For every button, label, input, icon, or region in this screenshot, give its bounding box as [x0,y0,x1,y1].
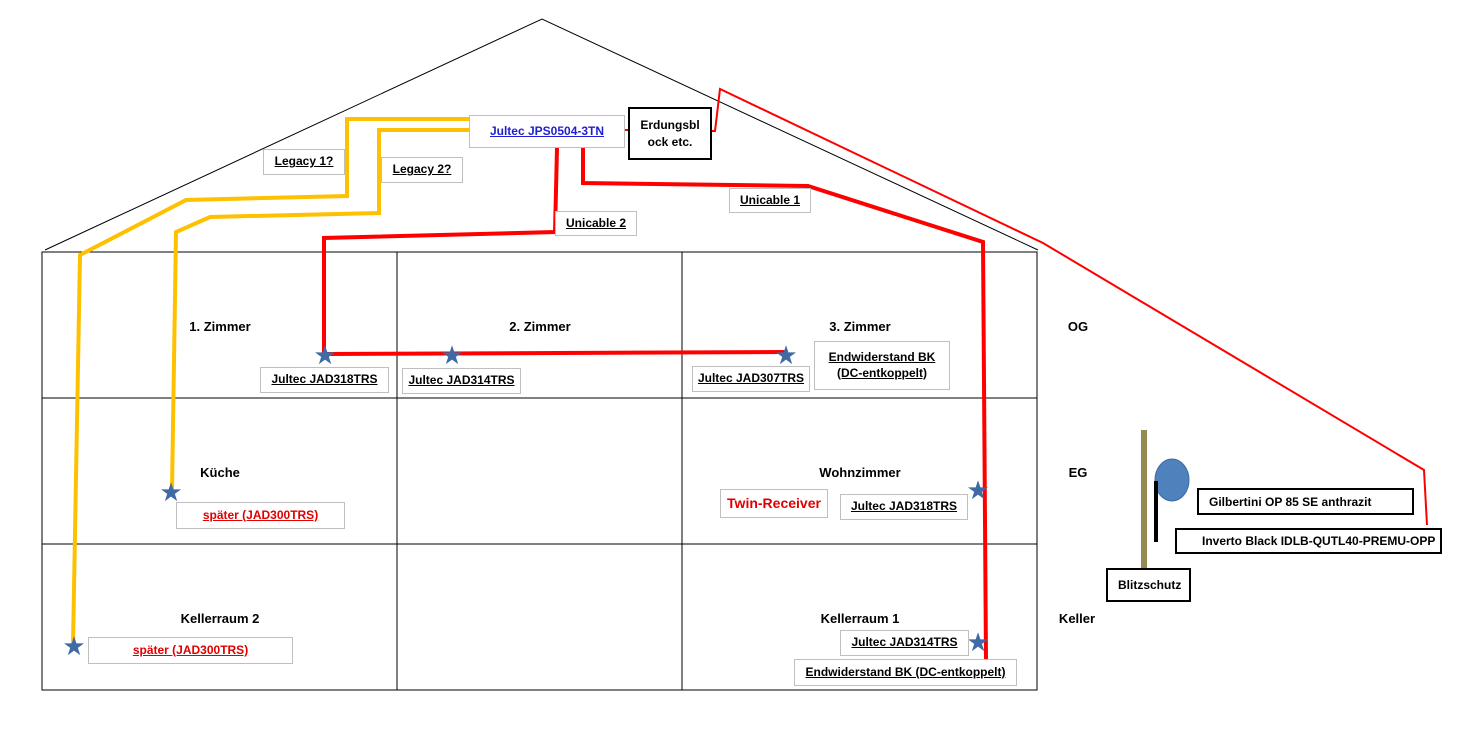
socket-star-icon: ★ [313,340,336,370]
device-zimmer2: Jultec JAD314TRS [402,368,521,394]
room-zimmer3: 3. Zimmer [829,319,891,334]
socket-star-icon: ★ [774,340,797,370]
room-keller2: Kellerraum 2 [180,611,260,626]
unicable2-cable [322,147,787,357]
device-zimmer1: Jultec JAD318TRS [260,367,389,393]
room-kueche: Küche [200,465,240,480]
dish-label: Gilbertini OP 85 SE anthrazit [1197,488,1414,515]
unicable1-cable [581,148,988,661]
legacy2-cable [170,128,469,491]
legacy1-cable [71,117,469,646]
device-zimmer3: Jultec JAD307TRS [692,366,810,392]
roof-outline [44,18,1039,251]
unicable1-label: Unicable 1 [729,188,811,213]
terminator-og: Endwiderstand BK (DC-entkoppelt) [814,341,950,390]
device-kueche: später (JAD300TRS) [176,502,345,529]
multiswitch-label: Jultec JPS0504-3TN [469,115,625,148]
legacy2-label: Legacy 2? [381,157,463,183]
twin-receiver: Twin-Receiver [720,489,828,518]
lightning-protection-label: Blitzschutz [1106,568,1191,602]
device-keller2: später (JAD300TRS) [88,637,293,664]
grounding-block-label: Erdungsbl ock etc. [628,107,712,160]
unicable2-label: Unicable 2 [555,211,637,236]
antenna-cable [700,87,1428,526]
house-outline [41,251,1038,691]
socket-star-icon: ★ [62,631,85,661]
floor-keller: Keller [1058,611,1096,626]
room-zimmer2: 2. Zimmer [509,319,571,334]
floor-og: OG [1067,319,1089,334]
room-keller1: Kellerraum 1 [820,611,900,626]
room-wohnzimmer: Wohnzimmer [819,465,901,480]
socket-star-icon: ★ [440,340,463,370]
legacy1-label: Legacy 1? [263,149,345,175]
socket-star-icon: ★ [159,477,182,507]
terminator-keller: Endwiderstand BK (DC-entkoppelt) [794,659,1017,686]
device-wohnzimmer: Jultec JAD318TRS [840,494,968,520]
socket-star-icon: ★ [966,475,989,505]
lnb-label: Inverto Black IDLB-QUTL40-PREMU-OPP [1175,528,1442,554]
dish-icon [1154,458,1190,502]
device-keller1: Jultec JAD314TRS [840,630,969,656]
floor-eg: EG [1068,465,1088,480]
room-zimmer1: 1. Zimmer [189,319,251,334]
socket-star-icon: ★ [966,627,989,657]
